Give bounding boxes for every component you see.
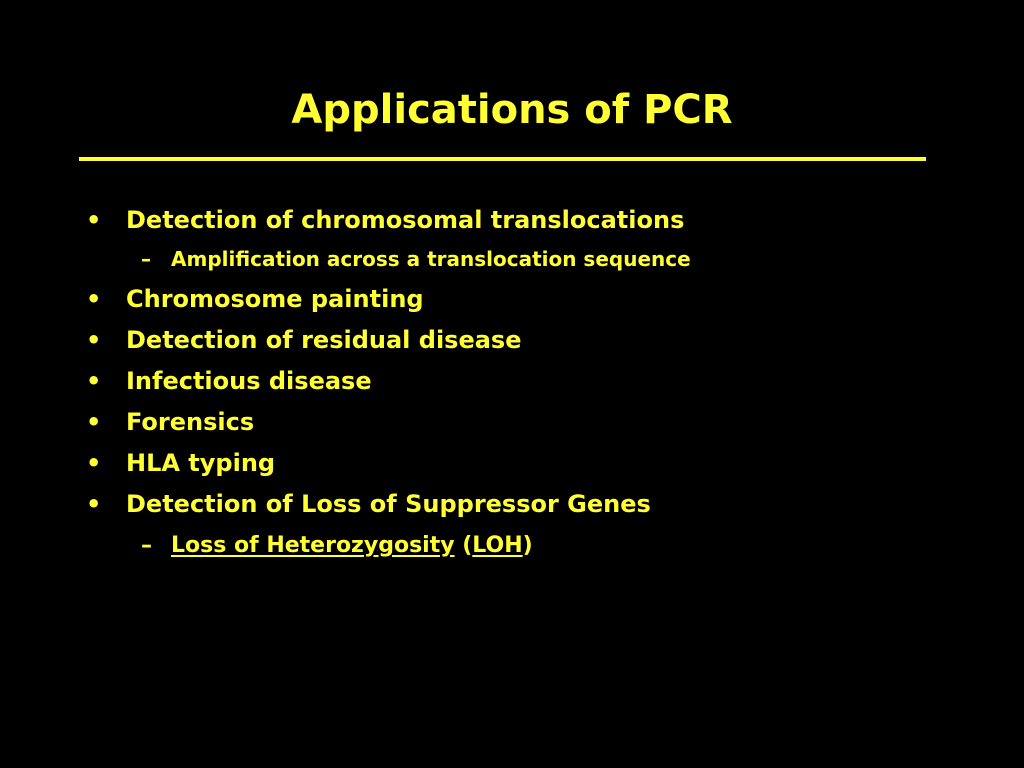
- bullet-text: Detection of chromosomal translocations: [126, 206, 685, 234]
- title-underline-rule: [79, 157, 926, 161]
- sub-item-text: Amplification across a translocation seq…: [171, 247, 691, 271]
- bullet-icon: •: [86, 285, 102, 313]
- paren-open: (: [454, 533, 473, 558]
- bullet-text: Detection of residual disease: [126, 326, 522, 354]
- bullet-text: HLA typing: [126, 449, 276, 477]
- bullet-text: Infectious disease: [126, 367, 372, 395]
- loh-link[interactable]: LOH: [472, 533, 523, 558]
- bullet-icon: •: [86, 367, 102, 395]
- bullet-text: Detection of Loss of Suppressor Genes: [126, 490, 651, 518]
- bullet-icon: •: [86, 408, 102, 436]
- paren-close: ): [522, 533, 533, 558]
- dash-icon: –: [141, 247, 151, 271]
- bullet-text: Forensics: [126, 408, 255, 436]
- bullet-icon: •: [86, 206, 102, 234]
- bullet-text: Chromosome painting: [126, 285, 424, 313]
- loss-of-heterozygosity-link[interactable]: Loss of Heterozygosity: [171, 533, 455, 558]
- bullet-icon: •: [86, 490, 102, 518]
- slide-title: Applications of PCR: [291, 87, 733, 133]
- dash-icon: –: [141, 533, 152, 558]
- bullet-icon: •: [86, 449, 102, 477]
- bullet-icon: •: [86, 326, 102, 354]
- sub-item-text: Loss of Heterozygosity (LOH): [171, 531, 533, 561]
